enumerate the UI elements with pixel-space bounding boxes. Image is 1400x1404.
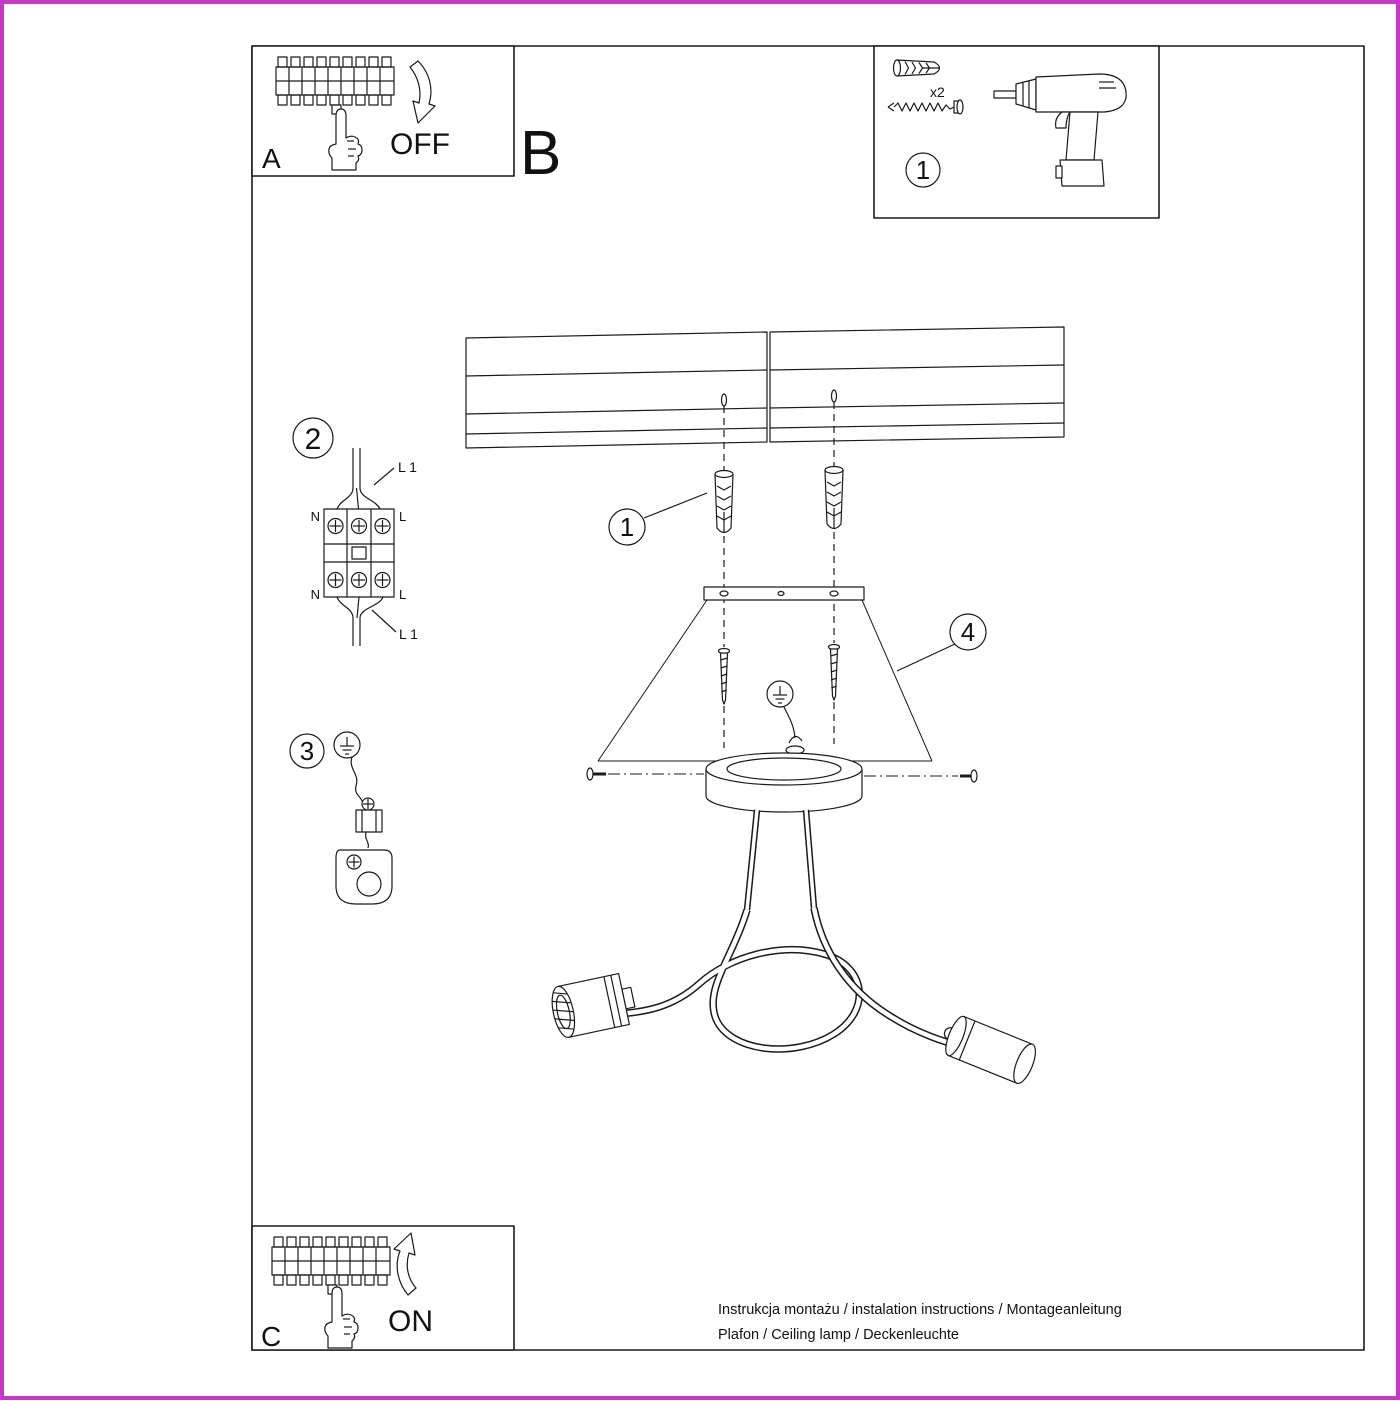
main-frame <box>251 45 1365 1351</box>
arrow-down-icon <box>409 60 436 124</box>
ground-terminal-drawing <box>335 756 393 905</box>
ceiling-assembly: 1 <box>465 326 1065 813</box>
step-1-number: 1 <box>916 155 930 185</box>
panel-b-letter: B <box>520 119 561 188</box>
step-2-badge <box>292 417 334 459</box>
arrow-up-icon <box>393 1232 417 1296</box>
step-2-number: 2 <box>305 423 322 456</box>
wire-n-bottom-label: N <box>311 587 320 602</box>
ceiling-boards <box>465 326 1065 449</box>
ground-wire <box>783 706 796 739</box>
toolbox-panel: x2 1 <box>873 45 1160 219</box>
step-3-badge <box>289 733 325 769</box>
canopy-screw-right <box>864 769 978 783</box>
wall-plug-left-icon <box>714 469 734 534</box>
footer-product-line: Plafon / Ceiling lamp / Deckenleuchte <box>718 1327 959 1343</box>
step-4-number: 4 <box>961 617 975 647</box>
panel-c-breaker-on: ON C <box>251 1225 515 1352</box>
ground-symbol-icon <box>333 731 361 759</box>
footer-instructions-line: Instrukcja montażu / instalation instruc… <box>718 1302 1122 1318</box>
mounting-screw-left <box>717 647 731 705</box>
step-1-center-number: 1 <box>620 512 634 542</box>
step-1-badge <box>905 152 941 188</box>
mounting-screw-right <box>827 643 841 701</box>
lamp-socket-right <box>943 1015 1037 1085</box>
lamp-socket-left <box>548 972 636 1039</box>
canopy-screw-left <box>586 767 704 781</box>
wall-plug-right-icon <box>824 465 844 530</box>
panel-a-breaker-off: OFF A <box>251 45 515 177</box>
ground-symbol-center-icon <box>766 680 794 708</box>
wall-plug-icon <box>892 59 941 77</box>
wire-l1-bottom-label: L 1 <box>399 626 418 642</box>
mounting-bracket <box>703 586 865 601</box>
drill-icon <box>993 73 1127 187</box>
on-label: ON <box>388 1305 433 1338</box>
off-label: OFF <box>390 128 450 161</box>
wire-l-bottom-label: L <box>399 587 406 602</box>
terminal-block-diagram <box>323 448 397 646</box>
step-1-center-badge <box>608 508 646 546</box>
ground-step: 3 <box>289 731 393 905</box>
canopy-cover-outline <box>597 599 933 762</box>
step-4-badge <box>949 613 987 651</box>
wire-l1-top-label: L 1 <box>398 459 417 475</box>
wiring-step: 2 <box>292 417 418 646</box>
step-3-number: 3 <box>300 736 314 766</box>
canopy <box>705 735 863 813</box>
plug-count-label: x2 <box>930 84 945 100</box>
alignment-lines <box>723 402 835 748</box>
panel-a-letter: A <box>262 143 281 174</box>
wire-l-top-label: L <box>399 509 406 524</box>
wire-n-top-label: N <box>311 509 320 524</box>
lamp-drawing <box>548 809 1037 1085</box>
instruction-drawing: OFF A B x2 <box>251 45 1365 1352</box>
screw-icon <box>887 99 964 115</box>
panel-c-letter: C <box>261 1321 281 1352</box>
